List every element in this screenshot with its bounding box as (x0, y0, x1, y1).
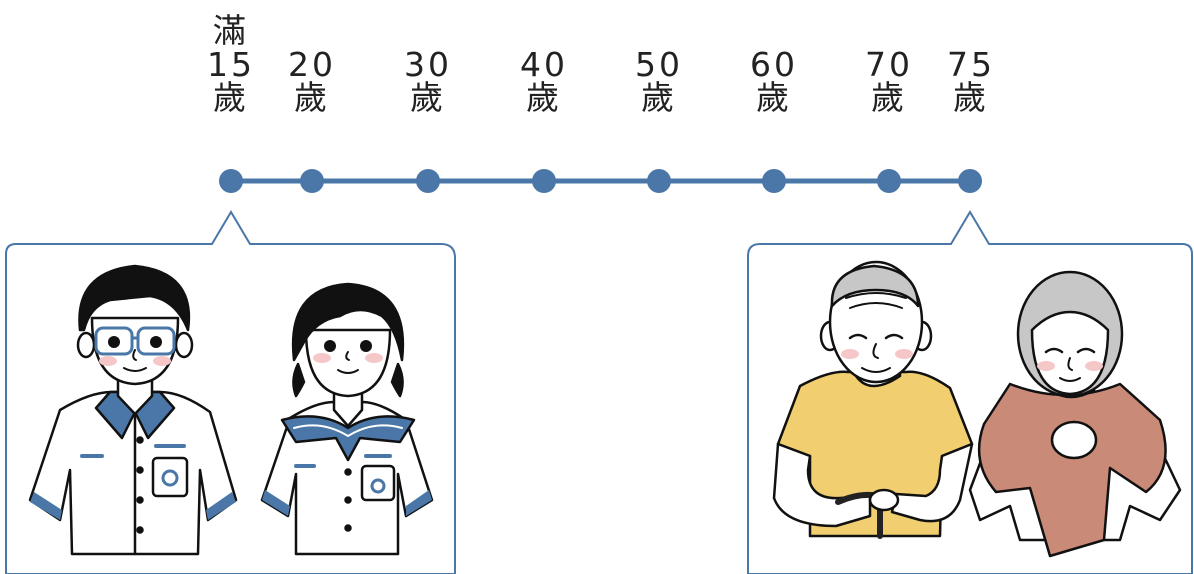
age-unit: 歲 (294, 78, 330, 118)
age-unit: 歲 (953, 78, 989, 118)
timeline-dot (219, 169, 243, 193)
age-prefix: 滿 (213, 11, 249, 50)
age-unit: 歲 (526, 78, 562, 118)
age-unit: 歲 (641, 78, 677, 118)
age-label-50: 滿 50 歲 (624, 14, 694, 115)
age-unit: 歲 (213, 78, 249, 118)
girl-student-illustration (260, 282, 434, 556)
timeline-dot (958, 169, 982, 193)
age-label-15: 滿 15 歲 (196, 14, 266, 115)
age-label-75: 滿 75 歲 (936, 14, 1006, 115)
timeline-dot (416, 169, 440, 193)
age-label-40: 滿 40 歲 (509, 14, 579, 115)
age-number: 40 (520, 44, 568, 84)
age-number: 30 (404, 44, 452, 84)
timeline-dot (762, 169, 786, 193)
age-label-60: 滿 60 歲 (739, 14, 809, 115)
age-label-20: 滿 20 歲 (277, 14, 347, 115)
age-number: 20 (288, 44, 336, 84)
age-label-30: 滿 30 歲 (393, 14, 463, 115)
age-number: 15 (207, 44, 255, 84)
timeline-dot (647, 169, 671, 193)
timeline-dot (532, 169, 556, 193)
elderly-man-illustration (772, 260, 974, 539)
age-number: 75 (947, 44, 995, 84)
age-number: 50 (635, 44, 683, 84)
age-label-70: 滿 70 歲 (854, 14, 924, 115)
boy-student-illustration (28, 264, 238, 556)
age-unit: 歲 (410, 78, 446, 118)
age-unit: 歲 (871, 78, 907, 118)
age-number: 70 (865, 44, 913, 84)
elderly-woman-illustration (968, 270, 1182, 558)
timeline-dot (877, 169, 901, 193)
timeline (219, 169, 982, 193)
timeline-dot (300, 169, 324, 193)
age-unit: 歲 (756, 78, 792, 118)
age-number: 60 (750, 44, 798, 84)
